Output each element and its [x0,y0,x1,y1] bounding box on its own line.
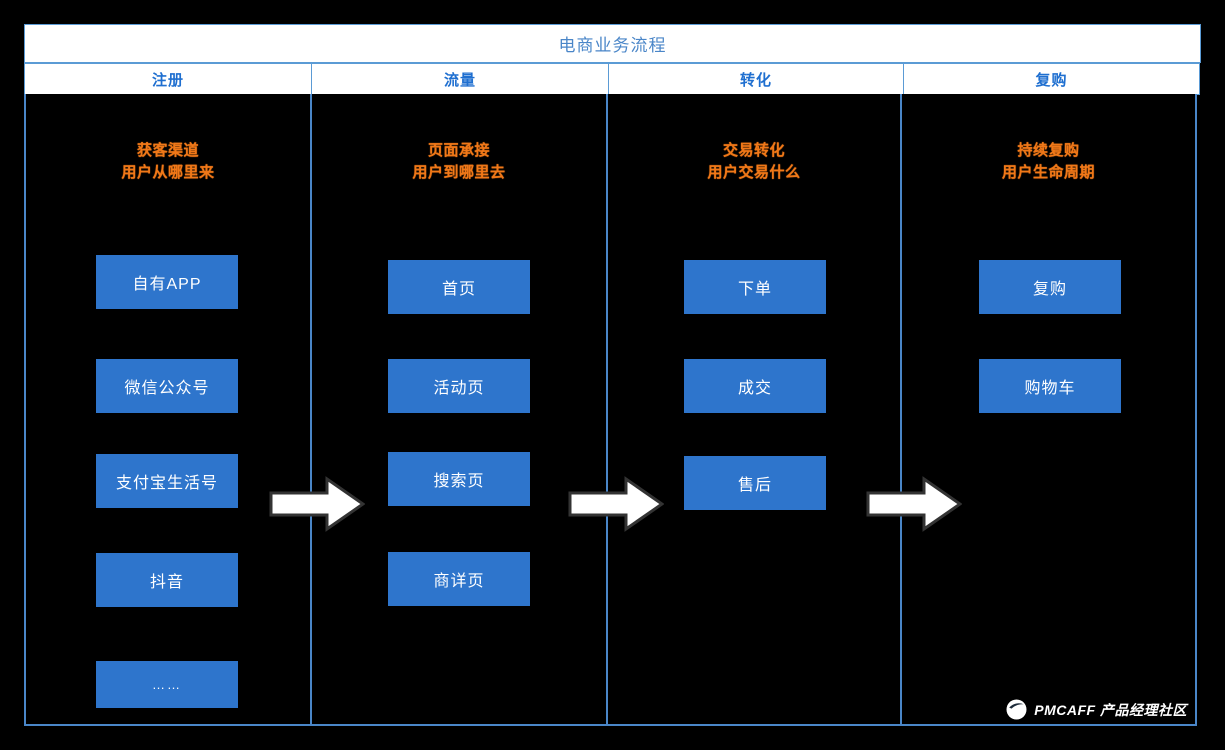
box-stack-register: 自有APP 微信公众号 支付宝生活号 抖音 …… [26,184,310,724]
box-stack-conversion: 下单 成交 售后 [608,184,900,724]
column-header-label: 复购 [1035,71,1068,89]
column-subtitle-traffic: 页面承接用户到哪里去 [412,140,505,184]
subtitle-line-2: 用户从哪里来 [121,164,215,181]
subtitle-line-1: 交易转化 [722,142,785,159]
column-conversion: 交易转化用户交易什么 下单 成交 售后 [606,94,902,726]
node-box-place-order[interactable]: 下单 [684,260,826,314]
column-header-traffic: 流量 [311,63,609,95]
node-box-transaction[interactable]: 成交 [684,359,826,413]
column-subtitle-register: 获客渠道用户从哪里来 [121,140,214,184]
column-register: 获客渠道用户从哪里来 自有APP 微信公众号 支付宝生活号 抖音 …… [24,94,312,726]
box-stack-traffic: 首页 活动页 搜索页 商详页 [312,184,606,724]
subtitle-line-2: 用户交易什么 [707,164,801,181]
node-box-alipay-life[interactable]: 支付宝生活号 [96,454,238,508]
column-header-label: 注册 [151,71,184,89]
node-box-shopping-cart[interactable]: 购物车 [979,359,1121,413]
node-box-product-detail-page[interactable]: 商详页 [388,552,530,606]
watermark-text: PMCAFF 产品经理社区 [1034,701,1187,718]
column-traffic: 页面承接用户到哪里去 首页 活动页 搜索页 商详页 [310,94,608,726]
flow-diagram: 电商业务流程 注册 流量 转化 复购 获客渠道用户从哪里来 自有APP 微信公众… [24,24,1201,726]
column-header-label: 流量 [443,71,476,89]
node-box-homepage[interactable]: 首页 [388,260,530,314]
node-box-ellipsis[interactable]: …… [96,661,238,708]
column-repurchase: 持续复购用户生命周期 复购 购物车 [900,94,1197,726]
node-box-wechat-official[interactable]: 微信公众号 [96,359,238,413]
watermark: PMCAFF 产品经理社区 [1006,699,1187,720]
node-box-after-sales[interactable]: 售后 [684,456,826,510]
subtitle-line-1: 获客渠道 [136,142,199,159]
column-header-register: 注册 [24,63,312,95]
column-header-row: 注册 流量 转化 复购 [24,63,1201,95]
column-header-conversion: 转化 [608,63,904,95]
subtitle-line-2: 用户到哪里去 [412,164,506,181]
subtitle-line-1: 持续复购 [1017,142,1080,159]
node-box-own-app[interactable]: 自有APP [96,255,238,309]
column-subtitle-repurchase: 持续复购用户生命周期 [1002,140,1095,184]
diagram-title-bar: 电商业务流程 [24,24,1201,63]
column-header-repurchase: 复购 [903,63,1200,95]
diagram-body: 获客渠道用户从哪里来 自有APP 微信公众号 支付宝生活号 抖音 …… 页面承接… [24,94,1201,726]
diagram-title: 电商业务流程 [558,36,667,55]
subtitle-line-2: 用户生命周期 [1001,164,1095,181]
node-box-search-page[interactable]: 搜索页 [388,452,530,506]
pmcaff-circle-logo-icon [1006,699,1027,720]
node-box-douyin[interactable]: 抖音 [96,553,238,607]
subtitle-line-1: 页面承接 [427,142,490,159]
node-box-campaign-page[interactable]: 活动页 [388,359,530,413]
column-subtitle-conversion: 交易转化用户交易什么 [707,140,800,184]
box-stack-repurchase: 复购 购物车 [902,184,1195,724]
column-header-label: 转化 [739,71,772,89]
node-box-repurchase[interactable]: 复购 [979,260,1121,314]
